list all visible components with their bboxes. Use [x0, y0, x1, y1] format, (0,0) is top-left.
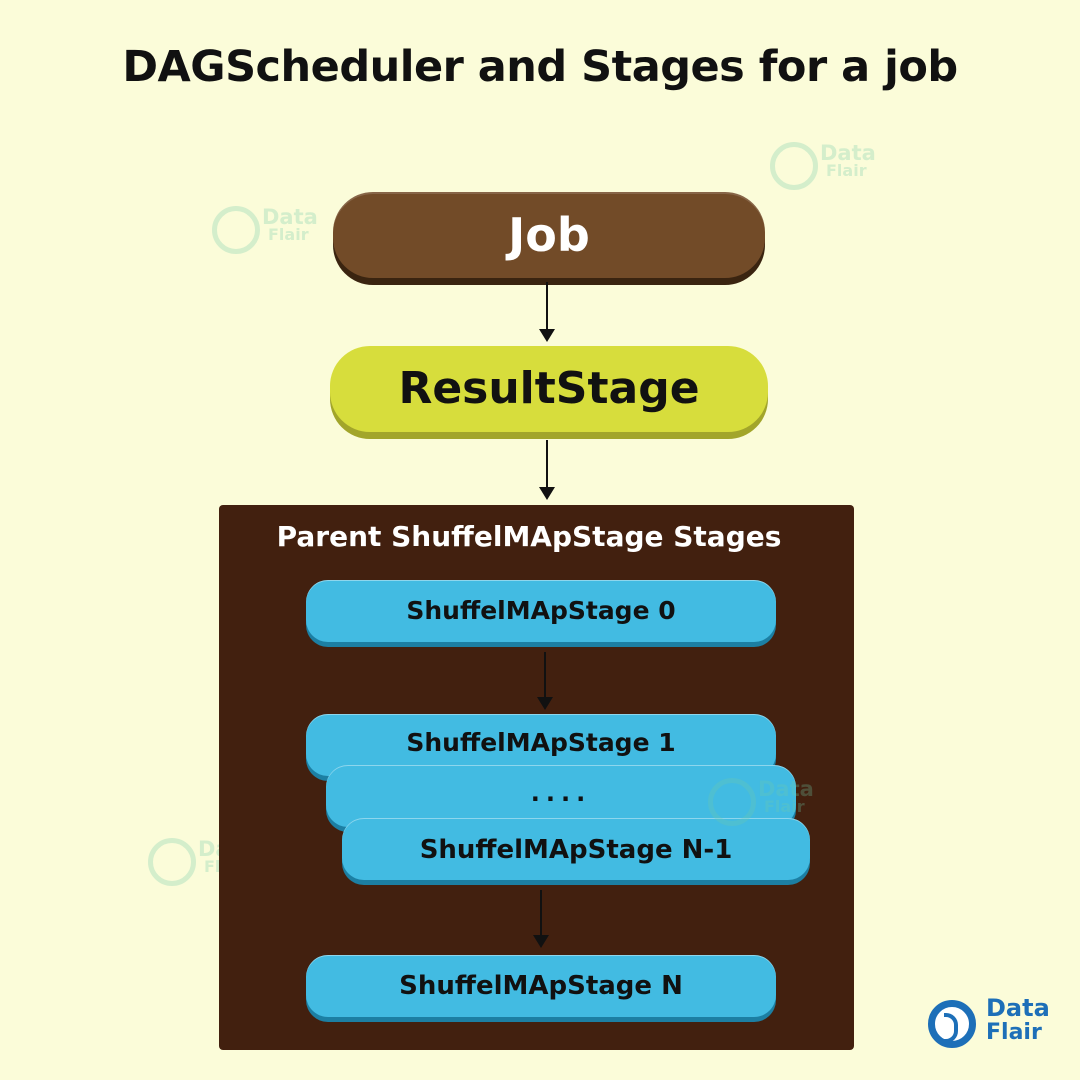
arrow-stage0-to-stage1: [537, 652, 553, 710]
shuffle-map-stage-n-minus-1: ShuffelMApStage N-1: [342, 818, 810, 880]
arrow-result-to-parents: [539, 440, 555, 500]
watermark-logo-icon: [770, 142, 818, 190]
shuffle-map-stage-0: ShuffelMApStage 0: [306, 580, 776, 642]
watermark-logo-icon: [212, 206, 260, 254]
watermark-logo-icon: [148, 838, 196, 886]
shuffle-map-stage-n: ShuffelMApStage N: [306, 955, 776, 1017]
watermark: Data Flair: [212, 206, 318, 254]
arrow-job-to-result: [539, 282, 555, 342]
dataflair-logo-icon: [928, 1000, 976, 1048]
result-stage-node: ResultStage: [330, 346, 768, 432]
watermark: Data Flair: [770, 142, 876, 190]
watermark-logo-icon: [708, 778, 756, 826]
arrow-stage-n-minus-1-to-n: [533, 890, 549, 948]
dataflair-logo: Data Flair: [928, 992, 1068, 1052]
job-node: Job: [333, 192, 765, 278]
diagram-title: DAGScheduler and Stages for a job: [122, 42, 958, 92]
parent-stages-label: Parent ShuffelMApStage Stages: [276, 520, 782, 553]
watermark: Data Flair: [708, 778, 814, 826]
